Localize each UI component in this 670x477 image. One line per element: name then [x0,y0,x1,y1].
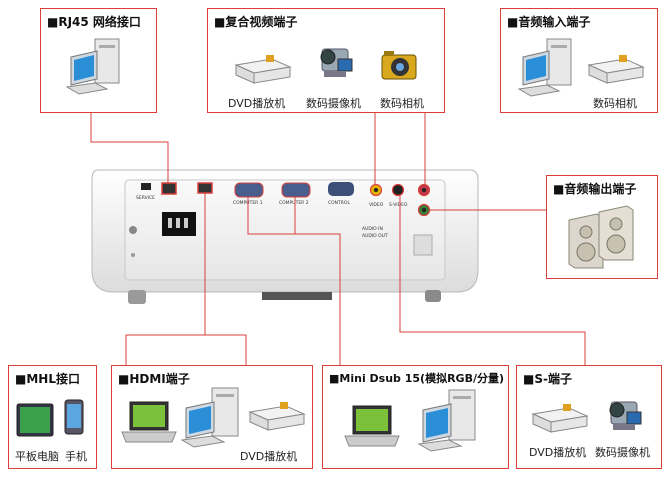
mhl-phone-label: 手机 [65,450,87,463]
audio-in-title: ■音频输入端子 [507,15,591,29]
control-port [328,182,354,196]
composite-camcorder-label: 数码摄像机 [306,97,361,110]
composite-video-box: ■复合视频端子 DVD播放机 数码摄像机 数码相机 [207,8,445,113]
phone-icon [64,399,84,435]
computer-icon [65,38,120,95]
dsub-box: ■Mini Dsub 15(模拟RGB/分量) [322,365,509,469]
audio-in-camera-label: 数码相机 [593,97,637,110]
label-service: SERVICE [136,195,155,201]
screw [129,226,137,234]
svideo-box: ■S-端子 DVD播放机 数码摄像机 [516,365,662,469]
dsub-title: ■Mini Dsub 15(模拟RGB/分量) [329,372,505,385]
svideo-title: ■S-端子 [523,372,572,386]
speakers-icon [568,205,634,269]
computer-icon [417,389,476,452]
service-port [141,183,151,190]
label-control: CONTROL [328,200,350,206]
lock-slot [413,234,433,256]
computer2-port [281,182,311,198]
computer-icon [180,387,239,448]
tablet-icon [16,403,54,437]
dvd-player-icon [248,402,306,431]
mhl-title: ■MHL接口 [15,372,80,386]
computer1-port [234,182,264,198]
mhl-box: ■MHL接口 平板电脑 手机 [8,365,97,469]
audio-in-box: ■音频输入端子 数码相机 [500,8,658,113]
audio-out-title: ■音频输出端子 [553,182,637,196]
hdmi-title: ■HDMI端子 [118,372,190,386]
svideo-port [391,183,405,197]
projector-base [262,292,332,300]
dvd-player-icon [234,55,292,84]
label-video: VIDEO [369,202,384,208]
svideo-camcorder-label: 数码摄像机 [595,446,650,459]
projector-foot-right [425,290,441,302]
audio-out-box: ■音频输出端子 [546,175,658,279]
laptop-icon [121,401,177,443]
label-audio-out: AUDIO OUT [362,233,388,239]
camcorder-icon [609,401,642,430]
dvd-player-icon [531,404,589,433]
projector-foot-left [128,290,146,304]
hdmi-dvd-label: DVD播放机 [240,450,298,463]
composite-dvd-label: DVD播放机 [228,97,286,110]
rj45-title: ■RJ45 网络接口 [47,15,141,29]
label-svideo: S-VIDEO [389,202,408,208]
laptop-icon [344,405,400,447]
label-computer2: COMPUTER 2 [279,200,309,206]
computer-icon [517,38,572,97]
svideo-dvd-label: DVD播放机 [529,446,587,459]
rj45-box: ■RJ45 网络接口 [40,8,157,113]
hdmi-box: ■HDMI端子 DVD播放机 [111,365,313,469]
rj45-port [161,182,177,195]
digital-camera-icon [381,51,417,80]
label-audio-in: AUDIO IN [362,226,383,232]
mhl-tablet-label: 平板电脑 [15,450,59,463]
camcorder-icon [320,48,353,77]
dvd-player-icon [587,55,645,84]
composite-camera-label: 数码相机 [380,97,424,110]
composite-title: ■复合视频端子 [214,15,298,29]
